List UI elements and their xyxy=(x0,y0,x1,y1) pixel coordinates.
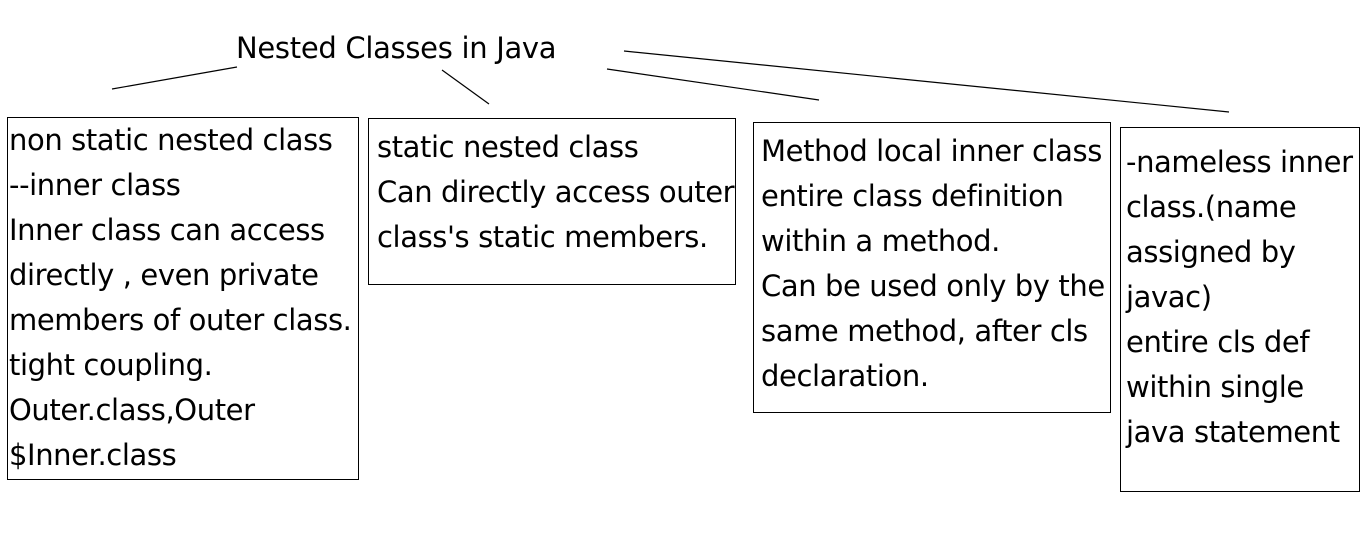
box-text-line: class's static members. xyxy=(377,220,708,254)
connector-to-method-local-box xyxy=(606,68,820,101)
box-text-line: members of outer class. xyxy=(9,303,352,337)
box-text-line: entire cls def xyxy=(1126,325,1310,359)
diagram-title: Nested Classes in Java xyxy=(236,31,557,65)
box-text-line: --inner class xyxy=(9,168,181,202)
box-text-line: Outer.class,Outer xyxy=(9,393,255,427)
box-text-line: java statement xyxy=(1126,415,1340,449)
connector-to-non-static-box xyxy=(111,66,238,90)
box-text-line: entire class definition xyxy=(761,179,1064,213)
box-text-line: within a method. xyxy=(761,224,1000,258)
box-text-line: Inner class can access xyxy=(9,213,325,247)
box-text-line: $Inner.class xyxy=(9,438,177,472)
box-text-line: class.(name xyxy=(1126,190,1297,224)
connector-to-anonymous-box xyxy=(623,50,1230,113)
box-text-line: same method, after cls xyxy=(761,314,1088,348)
box-text-line: assigned by xyxy=(1126,235,1296,269)
box-text-line: javac) xyxy=(1126,280,1212,314)
connector-to-static-box xyxy=(441,69,490,105)
non-static-nested-class-box: non static nested class --inner class In… xyxy=(7,117,359,480)
box-text-line: -nameless inner xyxy=(1126,145,1353,179)
box-text-line: Can directly access outer xyxy=(377,175,735,209)
box-text-line: tight coupling. xyxy=(9,348,213,382)
box-text-line: Method local inner class xyxy=(761,134,1102,168)
box-text-line: non static nested class xyxy=(9,123,333,157)
static-nested-class-box: static nested class Can directly access … xyxy=(368,118,736,285)
box-text-line: static nested class xyxy=(377,130,639,164)
box-text-line: Can be used only by the xyxy=(761,269,1105,303)
box-text-line: declaration. xyxy=(761,359,929,393)
box-text-line: within single xyxy=(1126,370,1304,404)
box-text-line: directly , even private xyxy=(9,258,319,292)
anonymous-inner-class-box: -nameless inner class.(name assigned by … xyxy=(1120,127,1360,492)
method-local-inner-class-box: Method local inner class entire class de… xyxy=(753,122,1111,413)
